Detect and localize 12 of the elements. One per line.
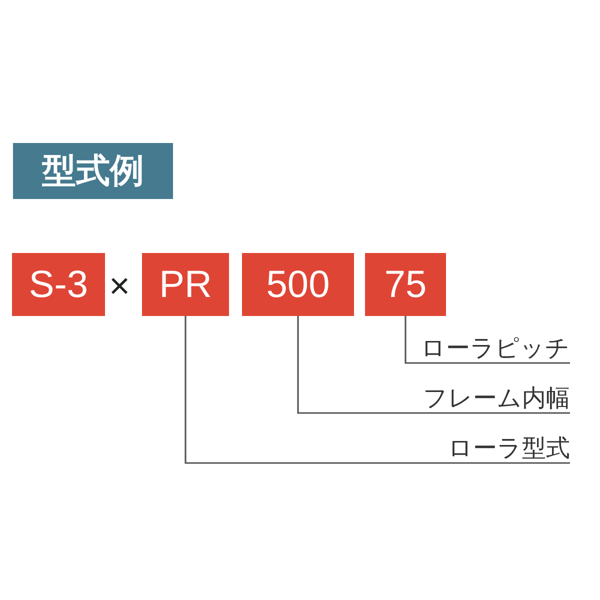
leader-label: フレーム内幅 — [423, 385, 570, 413]
code-box: S-3 — [12, 253, 105, 316]
title-banner: 型式例 — [13, 143, 173, 199]
leader-label: ローラピッチ — [421, 335, 570, 363]
leader-label: ローラ型式 — [448, 435, 570, 463]
code-box: 500 — [242, 253, 354, 316]
leader-line — [297, 316, 570, 414]
leader-line — [404, 316, 570, 364]
code-box: 75 — [365, 253, 446, 316]
times-sign: × — [109, 268, 130, 304]
leader-line — [184, 316, 570, 464]
code-box: PR — [142, 253, 229, 316]
